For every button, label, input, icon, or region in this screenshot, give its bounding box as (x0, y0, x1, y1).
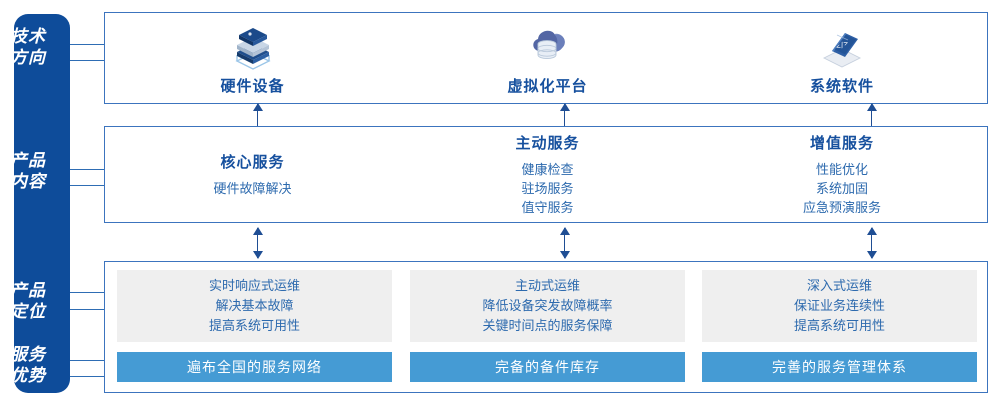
sidebar-label-line1: 产品 (10, 281, 46, 300)
tech-column-virtualization[interactable]: 虚拟化平台 (400, 13, 695, 103)
connector-tech-2 (70, 60, 105, 61)
tech-label: 硬件设备 (220, 77, 285, 95)
positioning-item: 实时响应式运维 (208, 278, 300, 293)
content-item: 硬件故障解决 (213, 181, 292, 196)
arrow-up-virtualization (559, 103, 571, 126)
arrow-bidirectional-value-added (866, 227, 878, 259)
positioning-item: 提高系统可用性 (208, 318, 300, 333)
advantage-bar-spare-parts[interactable]: 完备的备件库存 (410, 352, 685, 382)
positioning-item: 降低设备突发故障概率 (482, 298, 613, 313)
arrow-up-system-software (866, 103, 878, 126)
advantage-bar-management-system[interactable]: 完善的服务管理体系 (702, 352, 977, 382)
content-column-core-service[interactable]: 核心服务 硬件故障解决 (105, 127, 400, 222)
sidebar-item-service-advantage[interactable]: 服务 优势 (0, 344, 56, 386)
positioning-box-proactive[interactable]: 主动式运维 降低设备突发故障概率 关键时间点的服务保障 (410, 270, 685, 342)
server-stack-icon (223, 21, 283, 73)
connector-positioning-2 (70, 309, 105, 310)
content-title: 核心服务 (220, 154, 285, 171)
content-item: 健康检查 (521, 162, 574, 177)
product-content-panel: 核心服务 硬件故障解决 主动服务 健康检查 驻场服务 值守服务 增值服务 性能优… (104, 126, 988, 223)
connector-content-2 (70, 185, 105, 186)
sidebar-label-line1: 技术 (10, 27, 46, 46)
tech-column-hardware[interactable]: 硬件设备 (105, 13, 400, 103)
content-column-proactive-service[interactable]: 主动服务 健康检查 驻场服务 值守服务 (400, 127, 695, 222)
positioning-item: 解决基本故障 (215, 298, 294, 313)
connector-advantage-1 (70, 360, 105, 361)
positioning-item: 深入式运维 (806, 278, 872, 293)
content-item: 值守服务 (521, 200, 574, 215)
tech-column-system-software[interactable]: </> 系统软件 (695, 13, 989, 103)
connector-positioning-1 (70, 292, 105, 293)
arrow-bidirectional-proactive (559, 227, 571, 259)
sidebar-item-product-content[interactable]: 产品 内容 (0, 150, 56, 192)
sidebar (14, 14, 70, 393)
sidebar-label-line1: 服务 (10, 345, 46, 364)
positioning-box-realtime[interactable]: 实时响应式运维 解决基本故障 提高系统可用性 (117, 270, 392, 342)
content-item: 应急预演服务 (802, 200, 881, 215)
arrow-up-hardware (252, 103, 264, 126)
advantage-bar-label: 完善的服务管理体系 (772, 359, 907, 375)
content-item: 系统加固 (815, 181, 868, 196)
content-title: 主动服务 (515, 135, 580, 152)
sidebar-label-line2: 定位 (10, 302, 46, 321)
sidebar-item-tech-direction[interactable]: 技术 方向 (0, 26, 56, 68)
tech-label: 系统软件 (809, 77, 874, 95)
laptop-code-icon: </> (812, 21, 872, 73)
content-item: 驻场服务 (521, 181, 574, 196)
sidebar-label-line2: 内容 (10, 172, 46, 191)
sidebar-label-line2: 方向 (10, 48, 46, 67)
positioning-item: 主动式运维 (514, 278, 580, 293)
sidebar-item-product-positioning[interactable]: 产品 定位 (0, 280, 56, 322)
positioning-advantage-panel: 实时响应式运维 解决基本故障 提高系统可用性 主动式运维 降低设备突发故障概率 … (104, 261, 988, 393)
connector-advantage-2 (70, 376, 105, 377)
advantage-bar-label: 遍布全国的服务网络 (187, 359, 322, 375)
connector-tech-1 (70, 44, 105, 45)
content-item: 性能优化 (815, 162, 868, 177)
positioning-item: 提高系统可用性 (793, 318, 885, 333)
tech-label: 虚拟化平台 (507, 77, 588, 95)
positioning-item: 关键时间点的服务保障 (482, 318, 613, 333)
sidebar-label-line2: 优势 (10, 366, 46, 385)
tech-direction-panel: 硬件设备 虚拟化平台 (104, 12, 988, 104)
advantage-bar-label: 完备的备件库存 (495, 359, 600, 375)
arrow-bidirectional-core (252, 227, 264, 259)
positioning-box-indepth[interactable]: 深入式运维 保证业务连续性 提高系统可用性 (702, 270, 977, 342)
cloud-database-icon (518, 21, 578, 73)
content-title: 增值服务 (809, 135, 874, 152)
connector-content-1 (70, 169, 105, 170)
sidebar-label-line1: 产品 (10, 151, 46, 170)
advantage-bar-service-network[interactable]: 遍布全国的服务网络 (117, 352, 392, 382)
content-column-value-added-service[interactable]: 增值服务 性能优化 系统加固 应急预演服务 (695, 127, 989, 222)
positioning-item: 保证业务连续性 (793, 298, 885, 313)
